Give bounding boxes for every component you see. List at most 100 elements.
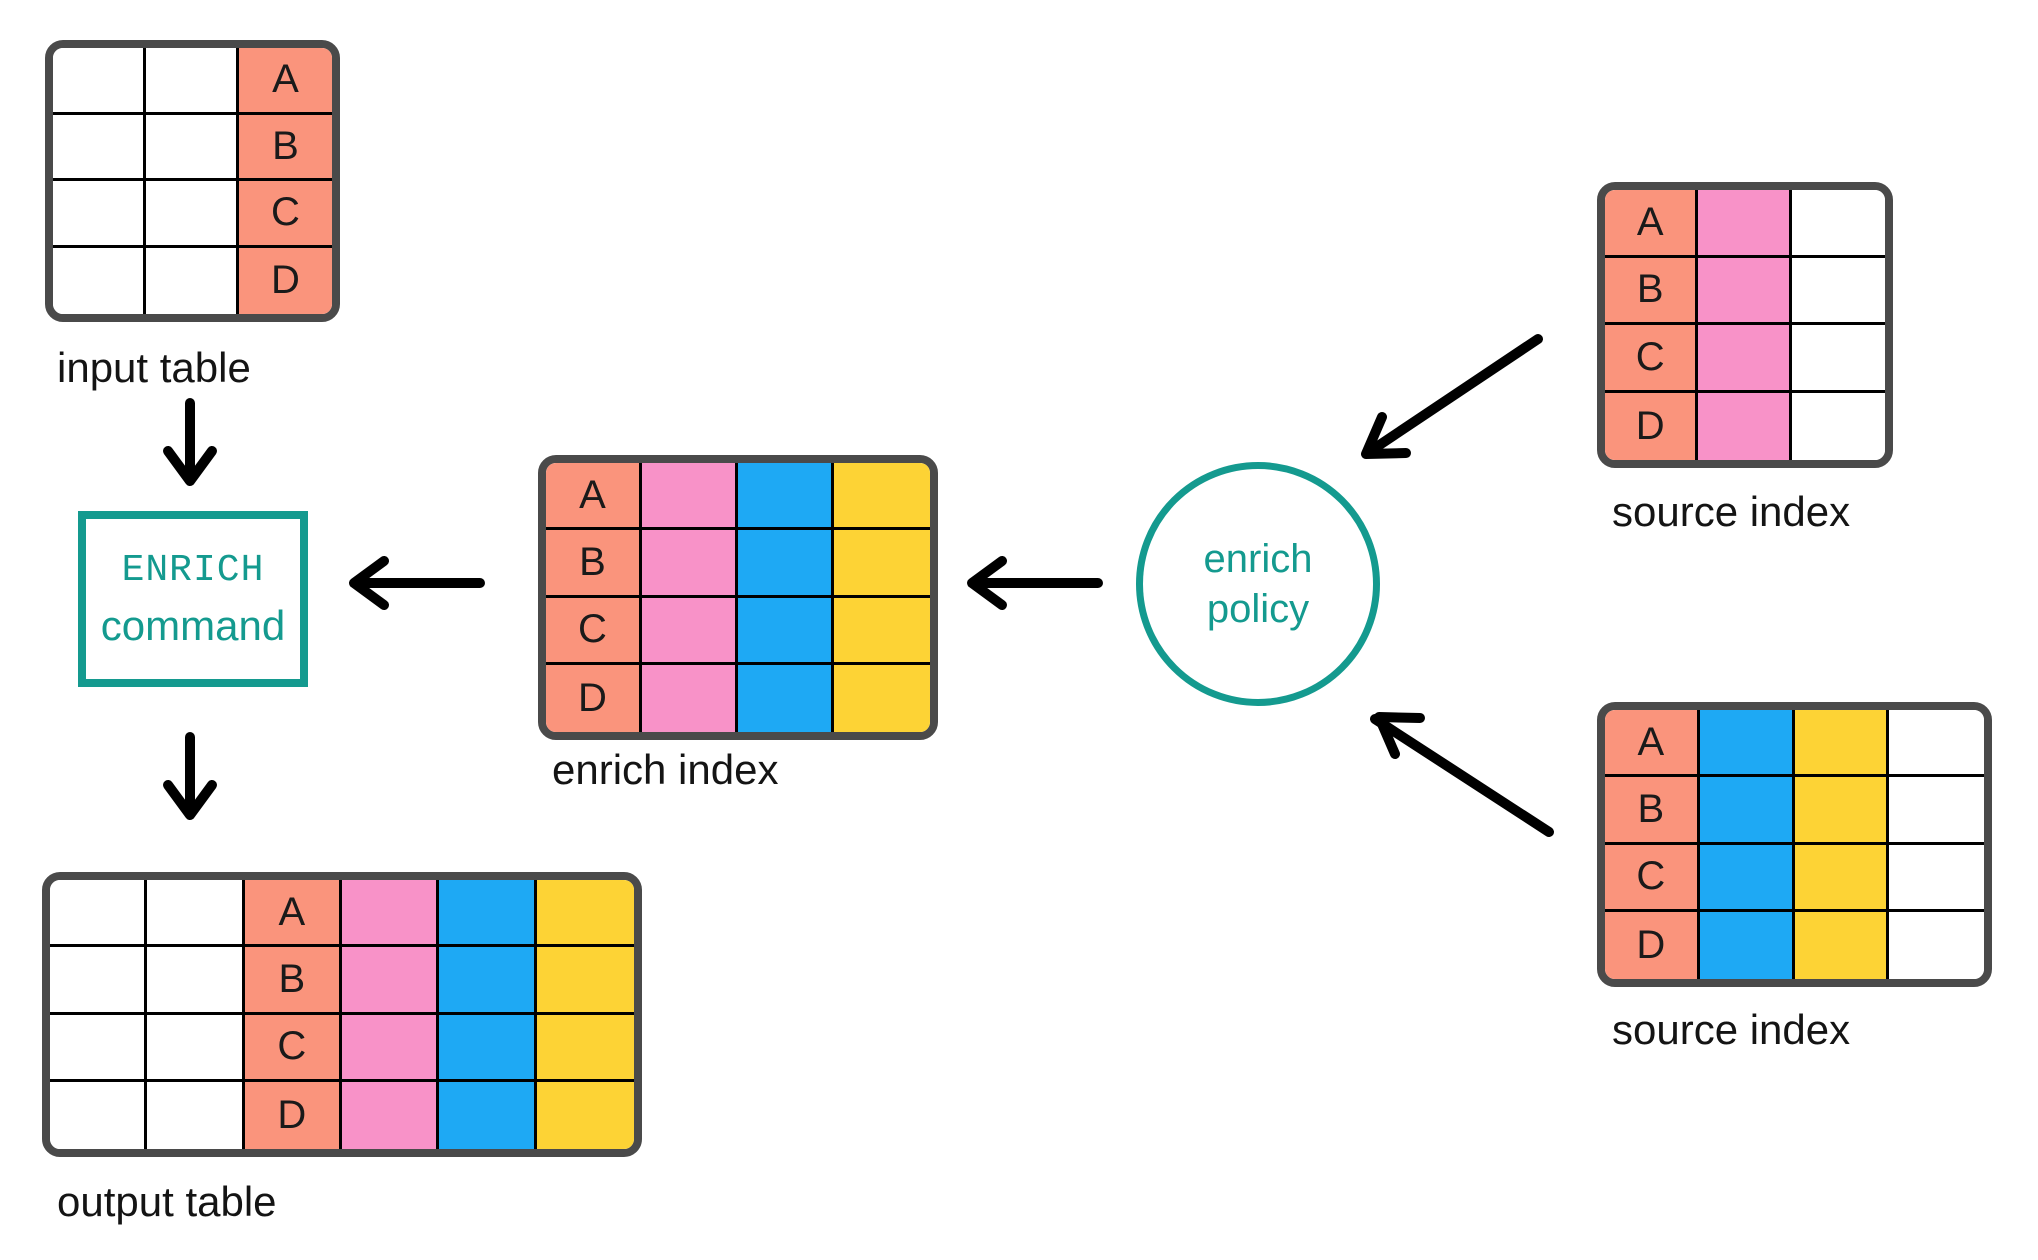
enrich-index-label: enrich index [552,746,779,793]
table-cell-pink [1698,190,1792,258]
enrich-policy-word2: policy [1206,587,1310,631]
table-cell-salmon: B [1605,257,1699,325]
table-cell-white [147,947,245,1015]
table-cell-salmon: A [244,880,342,948]
table-cell-white [1791,392,1885,460]
table-cell-pink [342,1081,440,1149]
table-cell-yellow [1794,844,1890,912]
table-cell-yellow [834,597,930,665]
table-cell-pink [1698,257,1792,325]
table-cell-white [50,947,148,1015]
table-cell-white [50,1014,148,1082]
table-cell-white [50,880,148,948]
table-cell-white [53,247,146,314]
table-cell-white [146,48,239,115]
table-cell-blue [439,1014,537,1082]
table-cell-salmon: C [546,597,642,665]
table-cell-yellow [1794,710,1890,778]
table-cell-white [1791,257,1885,325]
table-cell-pink [642,530,738,598]
table-cell-white [1791,190,1885,258]
table-cell-blue [738,530,834,598]
enrich-policy-circle: enrich policy [1136,462,1380,706]
table-cell-blue [1699,911,1795,979]
table-cell-pink [342,880,440,948]
table-cell-salmon: D [546,664,642,732]
table-cell-salmon: D [244,1081,342,1149]
table-cell-salmon: D [239,247,332,314]
table-cell-white [146,247,239,314]
table-cell-white [1791,325,1885,393]
table-cell-blue [1699,710,1795,778]
arrow-enrich-command-to-output-table [163,732,217,820]
arrow-enrich-policy-to-enrich-index [967,556,1103,610]
table-cell-yellow [536,880,634,948]
input-table-label: input table [57,344,251,391]
table-cell-white [53,181,146,248]
table-cell-yellow [1794,911,1890,979]
table-cell-salmon: C [244,1014,342,1082]
table-cell-white [1889,911,1984,979]
table-cell-salmon: B [1605,777,1700,845]
table-cell-white [147,880,245,948]
table-cell-pink [642,463,738,531]
enrich-policy-word1: enrich [1203,537,1313,581]
table-cell-blue [1699,844,1795,912]
table-cell-blue [439,880,537,948]
enrich-command-box: ENRICH command [78,511,308,687]
table-cell-pink [342,947,440,1015]
table-cell-white [1889,710,1984,778]
table-cell-blue [439,947,537,1015]
table-cell-blue [738,664,834,732]
table-cell-yellow [834,664,930,732]
table-cell-white [146,181,239,248]
table-cell-yellow [536,1081,634,1149]
table-cell-yellow [536,1014,634,1082]
table-cell-white [1889,777,1984,845]
table-cell-white [147,1081,245,1149]
table-cell-white [1889,844,1984,912]
table-cell-blue [738,597,834,665]
source-index-bottom-label: source index [1612,1006,1851,1053]
table-cell-salmon: B [546,530,642,598]
arrow-source-index-top-to-enrich-policy [1361,334,1543,459]
table-cell-salmon: C [239,181,332,248]
table-cell-white [53,114,146,181]
table-cell-pink [342,1014,440,1082]
table-cell-salmon: A [1605,710,1700,778]
table-cell-salmon: D [1605,911,1700,979]
table-cell-pink [642,664,738,732]
arrow-source-index-bottom-to-enrich-policy [1370,712,1554,837]
table-cell-pink [1698,325,1792,393]
table-cell-salmon: B [239,114,332,181]
table-cell-salmon: C [1605,844,1700,912]
table-cell-pink [642,597,738,665]
table-cell-blue [738,463,834,531]
arrow-input-table-to-enrich-command [163,398,217,486]
table-cell-white [53,48,146,115]
output-table-label: output table [57,1178,277,1225]
table-cell-pink [1698,392,1792,460]
table-cell-salmon: A [546,463,642,531]
table-cell-white [146,114,239,181]
table-cell-white [50,1081,148,1149]
table-cell-yellow [834,530,930,598]
source-index-top-label: source index [1612,488,1851,535]
table-cell-yellow [536,947,634,1015]
table-cell-salmon: B [244,947,342,1015]
table-cell-salmon: C [1605,325,1699,393]
table-cell-salmon: A [1605,190,1699,258]
table-cell-salmon: A [239,48,332,115]
table-cell-salmon: D [1605,392,1699,460]
table-cell-white [147,1014,245,1082]
table-cell-yellow [834,463,930,531]
enrich-command-word: command [100,601,286,649]
table-cell-yellow [1794,777,1890,845]
arrow-enrich-index-to-enrich-command [349,556,485,610]
